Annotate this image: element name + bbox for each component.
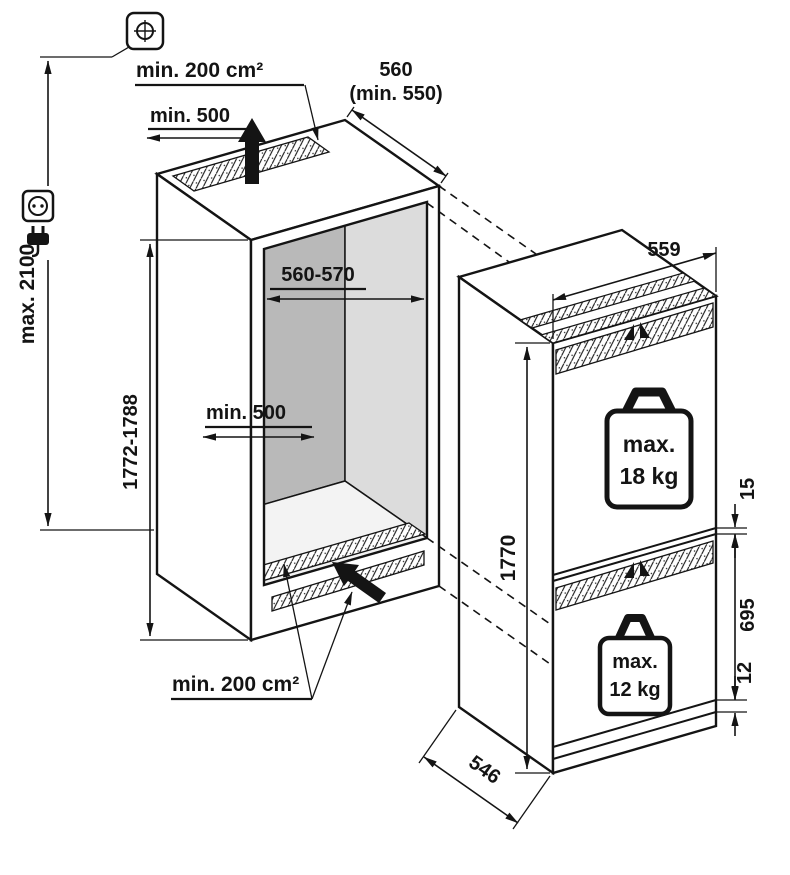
niche-depth-value-label: 560 [379,59,412,81]
appliance-height-label: 1770 [497,535,520,582]
niche-depth-min-label: (min. 550) [349,83,442,105]
niche-width-label: 560-570 [281,264,354,286]
ceiling-height-label: max. 2100 [16,244,39,344]
projection-lines [426,185,554,667]
bottom-vent-pointer-1 [311,591,353,700]
upper-door-trim-strip [555,302,714,375]
niche-depth-ext-front [440,172,449,184]
appliance-width-label: 559 [647,239,680,261]
plinth-step-line [552,711,717,760]
appliance-width-dim-line [552,252,717,301]
power-socket-icon [21,189,55,223]
lower-door-weight-label-2: 12 kg [609,679,660,701]
upper-trim-mark [624,322,650,340]
bottom-vent-pointer-2 [283,563,313,700]
appliance-left-face [457,274,555,776]
floor-width-label: min. 500 [206,402,286,424]
appliance-depth-dim-line [423,756,519,824]
top-vent-width-label: min. 500 [150,105,230,127]
door-gap-line-upper [552,527,717,576]
door-gap-top-label: 15 [737,478,759,500]
upper-door-weight-icon: max. 18 kg [604,387,694,510]
top-vent-area-label: min. 200 cm² [136,59,263,82]
upper-door-weight-label-2: 18 kg [620,463,679,489]
niche-height-label: 1772-1788 [120,394,142,490]
lower-front-height-label: 695 [737,598,759,631]
top-vent-area-pointer [304,84,319,141]
door-gap-line-lower [552,533,717,582]
projection-line-top-1 [438,185,537,255]
lower-trim-mark [624,560,650,578]
ceiling-datum-icon [125,11,165,51]
appliance: max. 18 kg max. 12 kg [456,228,719,776]
appliance-depth-ext-front [512,775,551,830]
door-bottom-line [552,699,717,748]
lower-door-weight-label-1: max. [612,651,658,673]
bottom-vent-area-label: min. 200 cm² [172,673,299,696]
power-plug-icon [27,226,49,258]
niche-depth-dim-line [351,109,447,177]
bottom-gap-label: 12 [734,662,756,684]
appliance-depth-ext-back [418,709,457,764]
projection-line-bottom-2 [438,585,554,667]
appliance-depth-label: 546 [464,752,504,789]
niche [154,118,442,643]
projection-line-bottom-1 [426,537,554,627]
lower-door-trim-strip [555,540,714,611]
projection-line-top-2 [426,202,510,263]
niche-dimensions: min. 200 cm² min. 500 560 (min. 550) 560… [120,59,449,701]
airflow-in-arrow [332,562,386,603]
ceiling-datum-link-line [111,46,130,58]
ceiling-height-dimension: max. 2100 [16,11,165,531]
niche-depth-ext-back [346,106,355,118]
upper-door-weight-label-1: max. [623,431,675,457]
lower-door-weight-icon: max. 12 kg [597,614,673,717]
